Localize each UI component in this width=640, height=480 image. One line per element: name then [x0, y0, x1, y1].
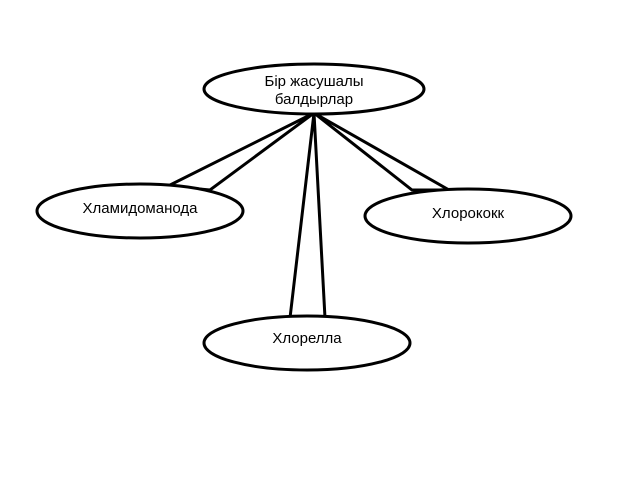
root-node-label-line1: Бір жасушалы	[265, 73, 364, 90]
child-node-chlamydomonas-label: Хламидоманода	[83, 200, 199, 217]
root-node: Бір жасушалы балдырлар	[202, 62, 426, 116]
connector-root-to-chlorococcum	[313, 111, 455, 192]
child-node-chlamydomonas-shape	[35, 182, 245, 240]
child-node-chlamydomonas: Хламидоманода	[35, 182, 245, 240]
child-node-chlorococcum-label: Хлорококк	[432, 205, 505, 222]
connector-root-to-chlamydomonas	[162, 111, 315, 192]
child-node-chlorococcum-shape	[363, 187, 573, 245]
child-node-chlorella: Хлорелла	[202, 314, 412, 372]
child-node-chlorococcum: Хлорококк	[363, 187, 573, 245]
connector-root-to-chlorella	[288, 112, 327, 320]
child-node-chlorella-shape	[202, 314, 412, 372]
child-node-chlorella-label: Хлорелла	[272, 330, 342, 347]
root-node-label-line2: балдырлар	[275, 91, 353, 108]
root-node-shape	[202, 62, 426, 116]
